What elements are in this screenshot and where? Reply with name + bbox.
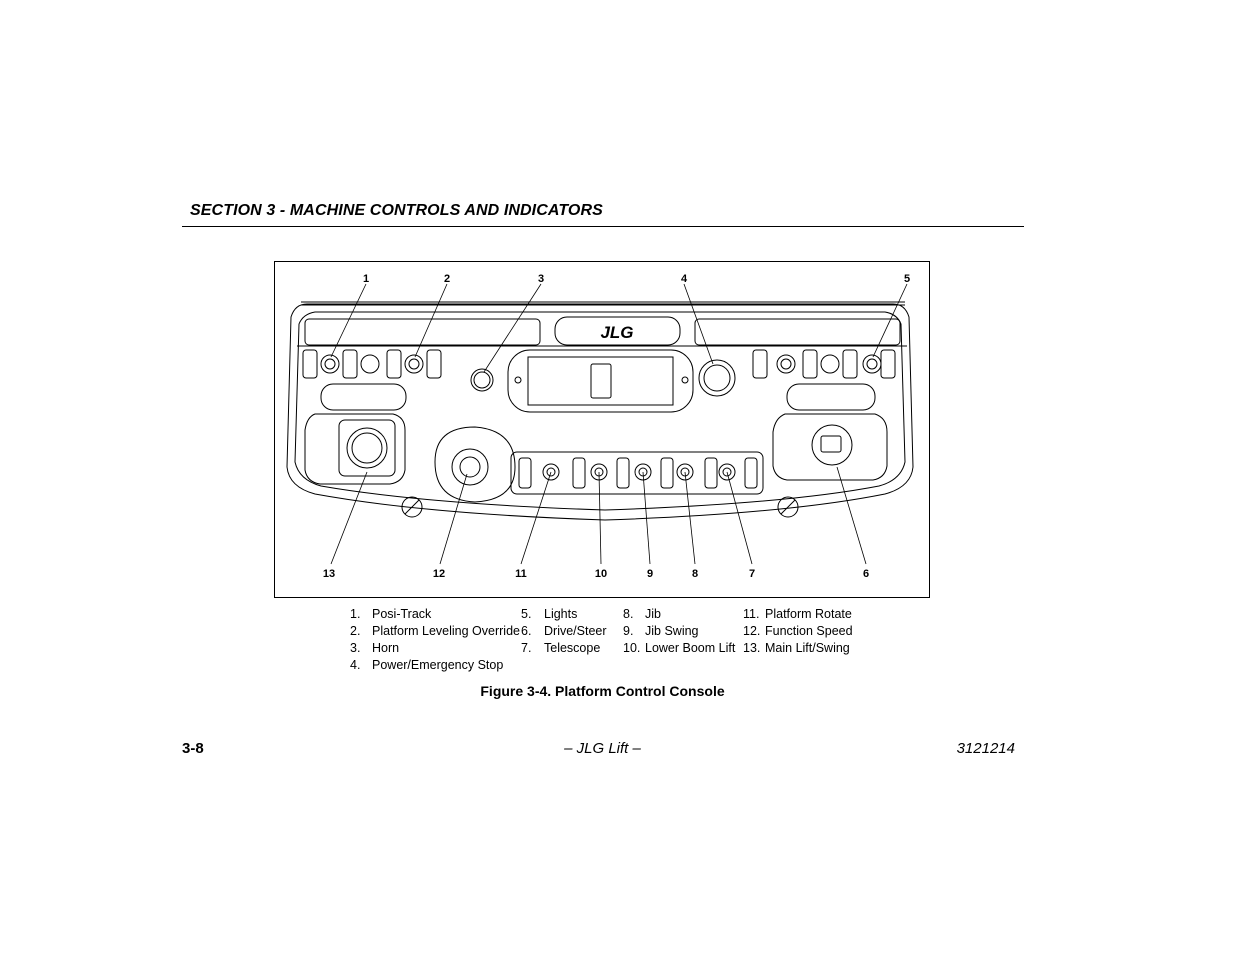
legend-column-2: 5.Lights 6.Drive/Steer 7.Telescope: [521, 606, 607, 657]
legend-item: 5.Lights: [521, 607, 578, 621]
legend-item: 1.Posi-Track: [350, 607, 432, 621]
console-inner-outline: [294, 311, 906, 511]
header-rule: [182, 226, 1024, 227]
drive-steer-joystick: [811, 424, 853, 466]
jlg-logo: JLG: [600, 323, 633, 342]
legend-column-1: 1.Posi-Track 2.Platform Leveling Overrid…: [350, 606, 520, 674]
callout-12: 12: [433, 568, 445, 580]
page-number: 3-8: [182, 740, 204, 757]
legend-item: 12.Function Speed: [743, 624, 853, 638]
right-toggle-bank: [752, 349, 896, 379]
figure-platform-control-console: JLG 1 2 3 4 5 13 12 11 10 9 8 7 6: [274, 261, 930, 598]
console-outline: [286, 303, 914, 521]
power-emergency-stop: [698, 359, 736, 397]
callout-3: 3: [538, 273, 544, 285]
callout-13: 13: [323, 568, 335, 580]
left-toggle-bank: [302, 349, 442, 379]
legend-column-4: 11.Platform Rotate 12.Function Speed 13.…: [743, 606, 853, 657]
horn-button: [470, 368, 494, 392]
callout-7: 7: [749, 568, 755, 580]
section-title: SECTION 3 - MACHINE CONTROLS AND INDICAT…: [190, 202, 603, 219]
center-switch-panel: [510, 451, 764, 495]
callout-4: 4: [681, 273, 688, 285]
legend-column-3: 8.Jib 9.Jib Swing 10.Lower Boom Lift: [623, 606, 735, 657]
callout-1: 1: [363, 273, 369, 285]
right-joystick-housing: [772, 413, 888, 481]
logo-plate: [554, 316, 681, 346]
callout-5: 5: [904, 273, 910, 285]
figure-caption: Figure 3-4. Platform Control Console: [480, 683, 725, 699]
legend-item: 4.Power/Emergency Stop: [350, 658, 504, 672]
function-speed-knob: [451, 448, 489, 486]
legend-item: 2.Platform Leveling Override: [350, 624, 520, 638]
center-display-frame: [507, 349, 694, 413]
legend-item: 9.Jib Swing: [623, 624, 699, 638]
center-toggle-bank: [518, 457, 758, 489]
callout-11: 11: [515, 568, 527, 580]
legend-item: 10.Lower Boom Lift: [623, 641, 736, 655]
legend-item: 3.Horn: [350, 641, 400, 655]
main-lift-swing-joystick: [346, 427, 388, 469]
callout-9: 9: [647, 568, 653, 580]
callout-leaders: [330, 283, 908, 565]
legend-item: 8.Jib: [623, 607, 661, 621]
center-display: [527, 356, 674, 406]
console-illustration: JLG 1 2 3 4 5 13 12 11 10 9 8 7 6: [286, 273, 914, 580]
callout-2: 2: [444, 273, 450, 285]
footer-center-text: – JLG Lift –: [564, 740, 641, 757]
callout-10: 10: [595, 568, 607, 580]
legend-item: 7.Telescope: [521, 641, 601, 655]
legend-item: 11.Platform Rotate: [743, 607, 852, 621]
legend-item: 6.Drive/Steer: [521, 624, 607, 638]
top-label-strip-left: [304, 318, 541, 346]
document-number: 3121214: [956, 740, 1015, 757]
top-label-strip-right: [694, 318, 901, 346]
callout-8: 8: [692, 568, 698, 580]
left-joystick-housing: [304, 413, 406, 485]
callout-6: 6: [863, 568, 869, 580]
legend-item: 13.Main Lift/Swing: [743, 641, 850, 655]
